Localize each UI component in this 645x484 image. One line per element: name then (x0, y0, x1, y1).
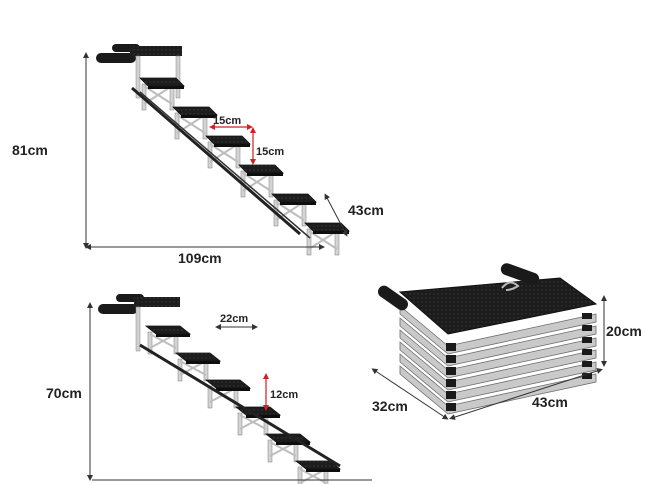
small-height-label: 70cm (46, 385, 82, 401)
stair-step (271, 193, 317, 227)
stair-step (144, 325, 192, 355)
large-step-depth-label: 15cm (213, 115, 241, 127)
handle-grip-icon (96, 53, 136, 63)
large-height-label: 81cm (12, 142, 48, 158)
large-width-dimension: 43cm (324, 193, 384, 237)
folded-stairs-illustration (377, 263, 598, 415)
stair-step (264, 433, 312, 463)
folded-width-dimension: 43cm (449, 368, 603, 420)
stair-step (234, 406, 282, 436)
large-step-depth-dimension: 15cm (209, 115, 253, 130)
large-height-dimension: 81cm (12, 52, 89, 249)
folded-layer (399, 305, 597, 355)
large-step-rise-dimension: 15cm (250, 127, 284, 165)
large-step-rise-label: 15cm (256, 146, 284, 158)
large-length-dimension: 109cm (85, 244, 325, 266)
large-length-label: 109cm (178, 250, 222, 266)
stair-step (294, 460, 342, 484)
handle-grip-icon (377, 285, 409, 311)
small-stairs-illustration (98, 294, 342, 484)
folded-depth-label: 32cm (372, 398, 408, 414)
small-step-depth-label: 22cm (220, 313, 248, 325)
handle-grip-icon (500, 263, 540, 285)
small-step-rise-dimension: 12cm (263, 373, 298, 411)
handle-grip-icon (98, 304, 138, 314)
folded-depth-dimension: 32cm (371, 368, 449, 420)
large-stairs-illustration (96, 44, 350, 256)
stair-step (172, 106, 218, 140)
folded-width-label: 43cm (532, 394, 568, 410)
folded-layer (399, 317, 597, 367)
stair-step (238, 164, 284, 198)
stair-step (174, 352, 222, 382)
small-step-depth-dimension: 22cm (215, 313, 258, 330)
small-step-rise-label: 12cm (270, 389, 298, 401)
folded-height-label: 20cm (606, 323, 642, 339)
hook-icon (501, 281, 520, 291)
large-width-label: 43cm (348, 202, 384, 218)
folded-height-dimension: 20cm (601, 295, 642, 367)
small-height-dimension: 70cm (46, 302, 93, 481)
stair-step (205, 135, 251, 169)
stair-step (204, 379, 252, 409)
